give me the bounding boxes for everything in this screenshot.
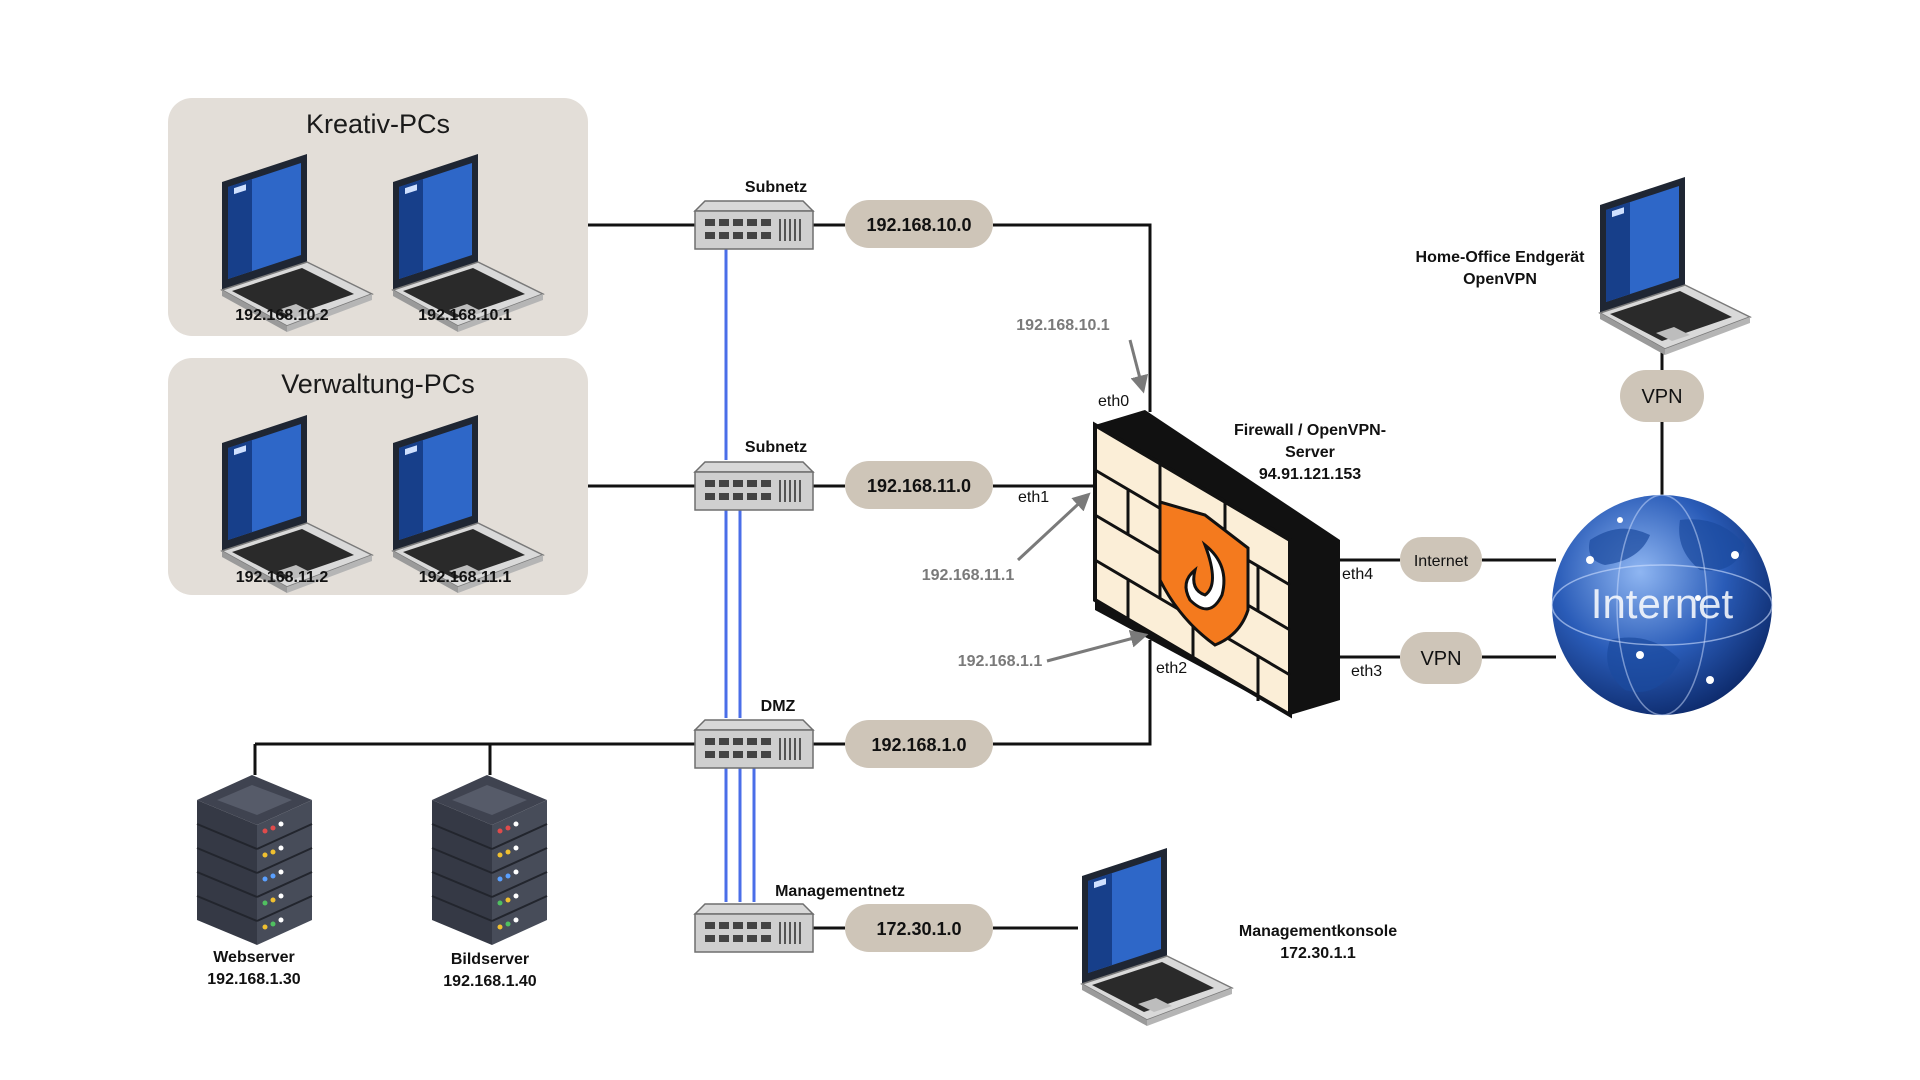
gateway-ip: 192.168.10.1 [1016, 317, 1110, 334]
laptop-icon [1599, 176, 1751, 356]
firewall-title: Firewall / OpenVPN- [1234, 422, 1386, 439]
firewall-title-2: Server [1285, 444, 1335, 461]
interface-label: eth4 [1342, 566, 1373, 583]
pc-ip: 192.168.10.2 [235, 307, 329, 324]
switch-label: DMZ [761, 698, 796, 715]
interface-label: eth1 [1018, 489, 1049, 506]
interface-label: eth3 [1351, 663, 1382, 680]
firewall-ip: 94.91.121.153 [1259, 466, 1361, 483]
network-pill [845, 904, 993, 952]
switch-icon [694, 903, 814, 953]
connection-lines [253, 223, 1664, 930]
server-ip: 192.168.1.30 [207, 971, 301, 988]
vpn-label: VPN [1641, 386, 1682, 408]
group-title-kreativ: Kreativ-PCs [306, 109, 450, 139]
firewall-icon [1093, 410, 1340, 719]
gateway-ip: 192.168.1.1 [958, 653, 1043, 670]
server-name: Webserver [213, 949, 295, 966]
link-label-internet: Internet [1414, 553, 1469, 570]
switch-label: Managementnetz [775, 883, 905, 900]
vpn-pill [1620, 370, 1704, 422]
trunk-lines [724, 248, 756, 902]
gateway-arrows [1016, 339, 1149, 663]
network-address: 192.168.11.0 [867, 476, 971, 496]
network-address: 192.168.1.0 [871, 735, 966, 755]
pc-ip: 192.168.11.2 [236, 569, 329, 586]
laptop-icon [1081, 847, 1233, 1027]
link-pill-vpn [1400, 632, 1482, 684]
server-name: Bildserver [451, 951, 529, 968]
management-ip: 172.30.1.1 [1280, 945, 1356, 962]
group-title-verwaltung: Verwaltung-PCs [281, 369, 475, 399]
network-pill [845, 200, 993, 248]
homeoffice-title: Home-Office Endgerät [1416, 249, 1586, 266]
switch-icon [694, 200, 814, 250]
switch-icon [694, 461, 814, 511]
network-address: 172.30.1.0 [876, 919, 961, 939]
interface-label: eth2 [1156, 660, 1187, 677]
globe-icon [1551, 494, 1773, 716]
server-icon [431, 774, 548, 946]
link-label-vpn: VPN [1420, 648, 1461, 670]
switch-label: Subnetz [745, 439, 807, 456]
switch-icon [694, 719, 814, 769]
homeoffice-subtitle: OpenVPN [1463, 271, 1537, 288]
internet-label: Internet [1591, 580, 1734, 627]
network-address: 192.168.10.0 [866, 215, 971, 235]
network-pill [845, 720, 993, 768]
management-name: Managementkonsole [1239, 923, 1397, 940]
pc-ip: 192.168.10.1 [418, 307, 512, 324]
pc-ip: 192.168.11.1 [419, 569, 512, 586]
link-pill-internet [1400, 537, 1482, 582]
gateway-ip: 192.168.11.1 [922, 567, 1015, 584]
server-icon [196, 774, 313, 946]
server-ip: 192.168.1.40 [443, 973, 537, 990]
switch-label: Subnetz [745, 179, 807, 196]
network-pill [845, 461, 993, 509]
interface-label: eth0 [1098, 393, 1129, 410]
